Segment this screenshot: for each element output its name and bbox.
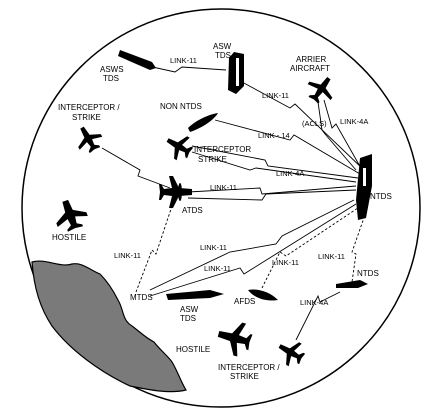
ntds-lower-label: NTDS [357, 269, 379, 278]
link-label-asws-asw: LINK-11 [170, 56, 197, 65]
link-mtds-ntds-a [149, 199, 355, 291]
link-atds-ntds-b [187, 189, 357, 201]
ntds-carrier-icon [356, 154, 372, 220]
mtds-ship-icon [166, 290, 224, 300]
link-ntds-ntds-lower [351, 211, 367, 283]
hostile-bottom-label: HOSTILE [176, 345, 210, 354]
mtds-label: MTDS [130, 293, 153, 302]
hostile-left-label: HOSTILE [52, 233, 86, 242]
link-label-acls: (ACLS) [302, 119, 327, 128]
link-label-nonntds-ntds: LINK - 14 [258, 131, 290, 140]
link-label-ntds-ntds-lower: LINK-11 [318, 252, 345, 261]
afds-ship-icon [248, 289, 278, 301]
link-asws-asw [147, 65, 227, 73]
ntds-main-label: NTDS [370, 192, 392, 201]
interceptor-left-label-1: INTERCEPTOR / [58, 103, 120, 112]
link-carrier-ntds-a [323, 99, 363, 171]
interceptor-mid-label-1: INTERCEPTOR [194, 145, 251, 154]
asw-tds-top-label-1: ASW [213, 42, 232, 51]
interceptor-mid-label-2: STRIKE [198, 155, 227, 164]
interceptor-left-aircraft-icon [78, 126, 103, 154]
asws-ship-icon [118, 50, 156, 70]
link-lines [101, 65, 367, 341]
link-afds-ntds [261, 207, 359, 289]
link-label-mtds-ntds-b: LINK-11 [204, 264, 231, 273]
link-label-asw-ntds: LINK-11 [262, 91, 289, 100]
interceptor-left-label-2: STRIKE [72, 113, 101, 122]
link-interceptor-ntds-b [191, 151, 357, 183]
link-ntds-interceptor-bottom [295, 291, 341, 341]
asws-tds-label-2: TDS [103, 74, 119, 83]
hostile-bottom-aircraft-icon [217, 322, 253, 357]
carrier-aircraft-label-2: AIRCRAFT [290, 64, 330, 73]
link-interceptor-left-atds [101, 147, 171, 189]
carrier-aircraft-label-1: ARRIER [296, 55, 326, 64]
link-labels: LINK-11 LINK-11 (ACLS) LINK-4A LINK - 14… [114, 56, 368, 307]
hostile-left-aircraft-icon [56, 199, 88, 232]
ntds-lower-ship-icon [336, 280, 368, 288]
atds-label: ATDS [182, 206, 203, 215]
node-labels: ASWS TDS ASW TDS ARRIER AIRCRAFT INTERCE… [52, 42, 392, 381]
link-mtds-ntds-b [149, 203, 357, 297]
link-label-mtds-atds: LINK-11 [114, 251, 141, 260]
link-label-carrier-ntds: LINK-4A [340, 117, 368, 126]
nonntds-ship-icon [188, 113, 218, 132]
link-nonntds-ntds [214, 119, 361, 175]
land-mass [31, 260, 187, 393]
interceptor-bottom-label-1: INTERCEPTOR / [218, 363, 280, 372]
link-asw-ntds [241, 81, 365, 171]
link-label-interceptor-ntds: LINK-4A [276, 169, 304, 178]
asw-tds-bottom-label-2: TDS [180, 314, 196, 323]
asw-ship-top-icon [228, 52, 244, 94]
link-interceptor-ntds-a [191, 145, 359, 179]
asw-tds-top-label-2: TDS [215, 51, 231, 60]
link-label-afds-ntds: LINK-11 [272, 258, 299, 267]
link-label-atds-ntds: LINK-11 [210, 183, 237, 192]
afds-label: AFDS [234, 297, 255, 306]
asws-tds-label-1: ASWS [100, 65, 124, 74]
link-label-interceptor-bottom: LINK-4A [300, 298, 328, 307]
interceptor-mid-aircraft-icon [166, 136, 194, 161]
nonntds-label: NON NTDS [160, 102, 202, 111]
link-carrier-ntds-b [317, 101, 357, 171]
carrier-aircraft-icon [307, 77, 333, 104]
interceptor-bottom-aircraft-icon [278, 342, 306, 367]
link-label-mtds-ntds-a: LINK-11 [200, 243, 227, 252]
asw-tds-bottom-label-1: ASW [180, 305, 199, 314]
atds-aircraft-icon [159, 176, 192, 208]
interceptor-bottom-label-2: STRIKE [230, 372, 259, 381]
link-atds-ntds-a [187, 185, 357, 195]
